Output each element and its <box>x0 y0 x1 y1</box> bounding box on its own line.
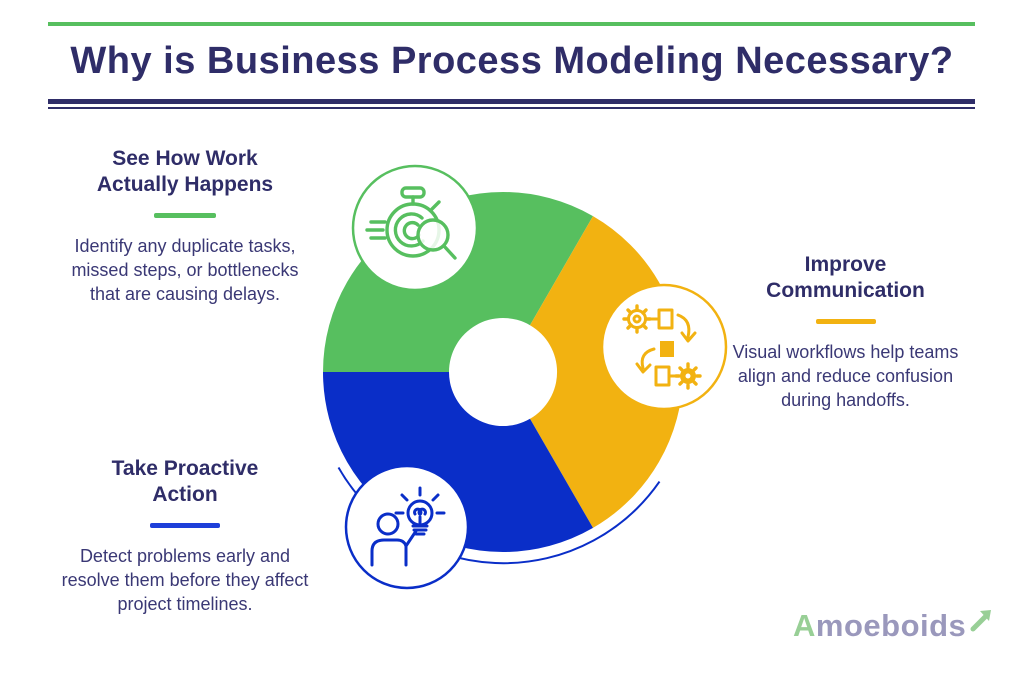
bottom-divider-line <box>48 99 975 109</box>
icon-circle-blue <box>344 464 470 590</box>
top-divider-line <box>48 22 975 26</box>
benefit-title: See How Work Actually Happens <box>96 147 274 197</box>
benefit-body: Identify any duplicate tasks, missed ste… <box>71 235 299 304</box>
benefit-body: Detect problems early and resolve them b… <box>61 545 309 614</box>
green-accent-underline <box>154 212 216 218</box>
logo-wordmark: moeboids <box>815 608 967 643</box>
benefit-body: Visual workflows help teams align and re… <box>732 341 959 410</box>
blue-accent-underline <box>150 522 220 528</box>
divider-thick-stripe <box>48 99 975 104</box>
up-right-arrow-icon <box>970 610 992 632</box>
yellow-accent-underline <box>815 318 876 324</box>
benefit-block-take-proactive-action: Take Proactive Action Detect problems ea… <box>55 456 315 616</box>
workflow-gears-icon <box>622 304 702 390</box>
stopwatch-magnifier-icon <box>365 186 457 260</box>
benefit-title: Improve Communication <box>766 253 925 303</box>
benefit-title: Take Proactive Action <box>111 457 259 507</box>
benefit-block-see-how-work: See How Work Actually Happens Identify a… <box>60 146 310 306</box>
person-lightbulb-icon <box>370 486 446 567</box>
page-title: Why is Business Process Modeling Necessa… <box>70 40 954 82</box>
logo-accent-letter: A <box>793 608 816 643</box>
icon-circle-green <box>351 164 479 292</box>
benefit-block-improve-communication: Improve Communication Visual workflows h… <box>723 252 968 412</box>
divider-thin-stripe <box>48 107 975 109</box>
